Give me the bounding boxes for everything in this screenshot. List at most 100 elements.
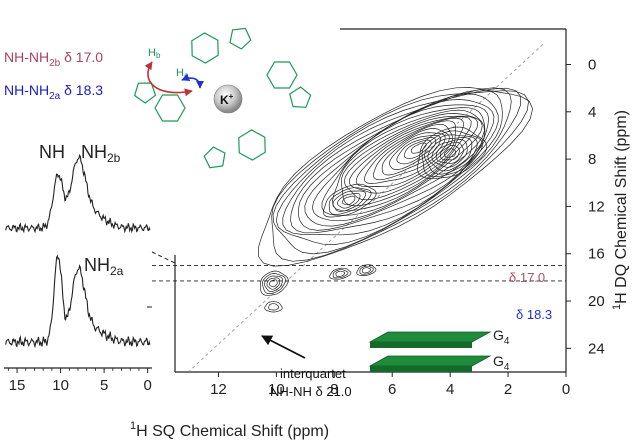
contour-interquartet-peak [268,303,280,311]
imidazole-ring [133,82,157,104]
imidazole-ring [203,146,226,169]
interquartet-label-1: interquartet [280,366,346,381]
contour-main-peak [427,137,473,172]
x-tick-label: 8 [330,381,338,398]
contour-main-ridge [373,128,450,181]
legend-line-nh2a: NH-NH2a δ 18.3 [4,82,103,102]
g-quartet-structure: K+ Hb Ha [133,27,312,169]
y-tick-label: 24 [588,340,605,357]
potassium-ion-label: K+ [220,92,234,107]
x-axis-title: 1H SQ Chemical Shift (ppm) [130,420,329,440]
y-tick-label: 8 [588,151,596,168]
imidazole-ring [229,27,252,50]
guanine-ring [238,129,266,161]
g4-stack-illustration: G4 G4 [368,327,510,373]
projection-top-label-nh: NH [39,142,65,162]
line-label-17: δ 17.0 [509,270,545,285]
interquartet-arrow [261,335,306,359]
y-axis-ticks: 0 4 8 12 16 20 24 [566,56,605,357]
g4-sheet-edge [370,366,472,372]
red-correlation-arrow [144,61,193,97]
contour-nh-peak [264,275,283,292]
projection-bottom-trace [5,254,151,349]
g4-sheet-top [368,331,492,348]
projection-x-tick-label: 0 [143,377,151,394]
x-tick-label: 0 [562,381,570,398]
g4-sheet-face [368,355,492,367]
guanine-ring [266,61,298,89]
projection-x-tick-label: 5 [100,377,108,394]
g4-label-bottom: G4 [493,353,510,373]
projection-top-trace [5,154,151,234]
x-tick-label: 4 [446,381,454,398]
contour-main-ridge [282,89,503,236]
contour-main-ridge [271,90,529,262]
contour-secondary-peak [323,183,377,218]
x-tick-label: 6 [388,381,396,398]
contour-nh2-peak-b [356,264,377,276]
guanine-ring [191,32,219,64]
x-tick-label: 2 [504,381,512,398]
y-tick-label: 12 [588,198,605,215]
y-tick-label: 20 [588,293,605,310]
contour-nh-peak [269,279,278,288]
contour-nh2-peak-a [329,267,352,280]
line-label-18: δ 18.3 [516,307,552,322]
assignment-legend: NH-NH2b δ 17.0 NH-NH2a δ 18.3 [4,49,103,102]
interquartet-label-2: NH-NH δ 21.0 [270,384,352,399]
blue-correlation-arrow [181,73,204,89]
legend-line-nh2b: NH-NH2b δ 17.0 [4,49,103,69]
contour-main-peak [417,126,488,179]
g4-sheet-edge [370,342,472,348]
contour-nh-peak [260,270,289,296]
diagonal-line [189,44,544,372]
contour-nh2-peak-b [359,265,374,275]
guanine-ring [154,94,186,122]
contour-secondary-peak [341,195,356,206]
contour-main-ridge [389,134,441,170]
contour-nh-peak [262,273,286,294]
contour-secondary-peak [332,190,366,212]
contour-main-ridge [304,104,489,227]
contour-main-ridge [355,120,456,187]
g4-sheet-bottom [368,355,492,372]
potassium-ion [213,84,243,114]
contour-main-ridge [311,107,486,222]
contour-nh2-peak-a [335,270,346,277]
contour-main-ridge [297,99,495,231]
contour-nh2-peak-b [361,267,371,274]
y-tick-label: 4 [588,104,596,121]
g4-label-top: G4 [493,327,510,347]
contour-secondary-peak [337,192,361,209]
contour-main-peak [424,134,478,175]
contour-nh-peak [266,277,281,290]
imidazole-ring [289,86,312,108]
contour-peaks [258,87,533,313]
contour-main-ridge [340,115,479,207]
y-axis-title: 1H DQ Chemical Shift (ppm) [611,110,630,310]
contour-main-ridge [321,109,485,216]
contour-main-ridge [332,113,483,212]
reference-lines [152,265,566,282]
contour-secondary-peak [328,187,372,215]
projection-connector-top [151,251,176,264]
contour-main-ridge [396,137,437,165]
y-tick-label: 16 [588,246,605,263]
contour-main-peak [435,141,464,164]
contour-main-ridge [381,132,446,176]
y-tick-label: 0 [588,56,596,73]
projection-top-label-nh2b: NH2b [81,142,121,165]
contour-main-ridge [364,123,453,184]
contour-main-ridge [272,87,522,255]
contour-main-ridge [403,139,432,159]
projection-bottom-label-nh2a: NH2a [84,255,124,278]
contour-main-peak [431,139,468,168]
contour-main-peak [444,148,456,158]
g4-sheet-face [368,331,492,343]
